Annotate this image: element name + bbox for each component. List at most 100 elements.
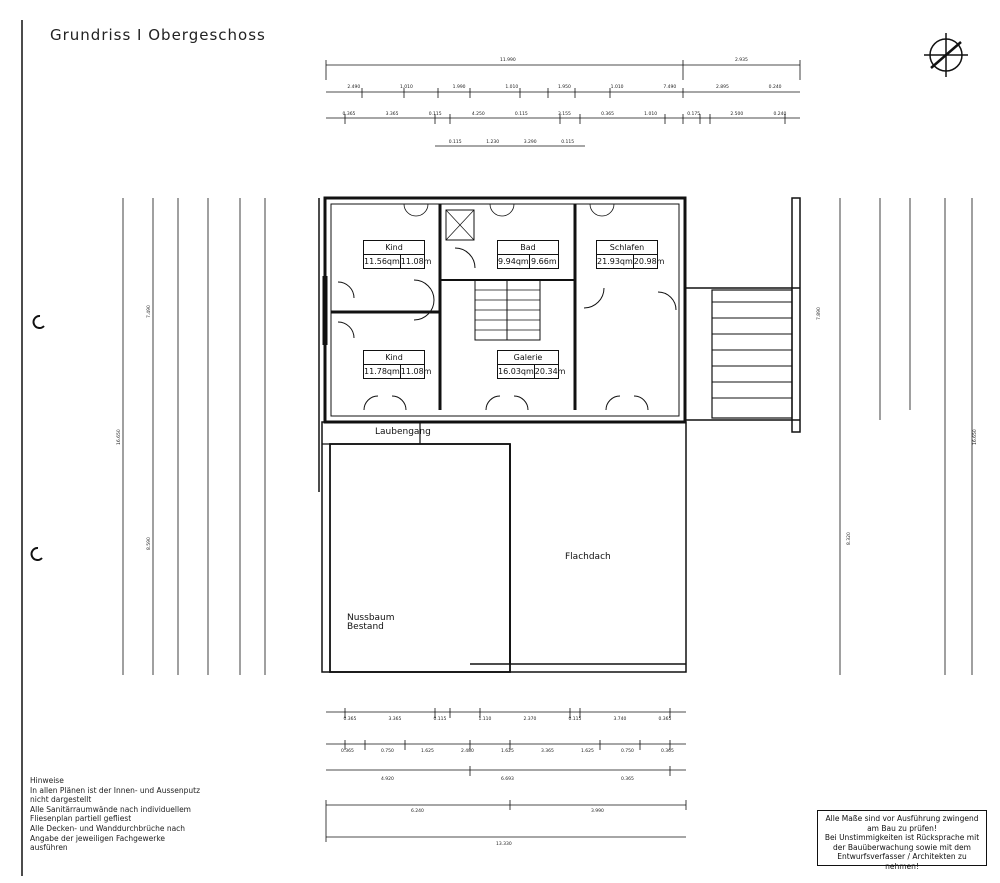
dimension-label: 0.240 <box>769 84 782 90</box>
dimension-label: 0.365 <box>344 716 357 722</box>
dim-left-total: 16.650 <box>116 429 122 445</box>
note-line: Angabe der jeweiligen Fachgewerke <box>30 833 166 843</box>
room-name: Kind <box>364 351 424 365</box>
dimension-label: 3.740 <box>614 716 627 722</box>
room-name: Bad <box>498 241 558 255</box>
room-perimeter: 11.08m <box>399 255 432 268</box>
warning-box: Alle Maße sind vor Ausführung zwingend a… <box>817 810 987 871</box>
dimension-label: 3.365 <box>389 716 402 722</box>
dim-row-bottom-3: 4.920 6.693 0.365 <box>381 776 634 782</box>
note-line: Alle Sanitärraumwände nach individuellem <box>30 804 191 814</box>
dimension-label: 1.010 <box>400 84 413 90</box>
dim-row-top-4: 0.115 1.230 3.290 0.115 <box>449 139 575 145</box>
note-line: ausführen <box>30 843 68 853</box>
warning-line: Alle Maße sind vor Ausführung zwingend <box>825 814 979 823</box>
room-area: 21.93qm <box>597 257 633 266</box>
dim-right-total: 16.650 <box>972 429 978 445</box>
dimension-label: 0.240 <box>773 111 786 117</box>
dimension-label: 7.490 <box>663 84 676 90</box>
dimension-label: 0.365 <box>659 716 672 722</box>
binding-hole-icon <box>30 547 43 561</box>
note-line: In allen Plänen ist der Innen- und Ausse… <box>30 785 201 795</box>
dimension-label: 1.010 <box>611 84 624 90</box>
warning-line: Entwurfsverfasser / Architekten zu nehme… <box>837 852 967 871</box>
room-perimeter: 20.34m <box>533 365 566 378</box>
note-line: nicht dargestellt <box>30 795 92 805</box>
dimension-label: 3.990 <box>591 808 604 814</box>
room-name: Galerie <box>498 351 558 365</box>
room-area: 16.03qm <box>498 367 534 376</box>
note-line: Fliesenplan partiell gefliest <box>30 814 132 824</box>
dimension-label: 0.175 <box>687 111 700 117</box>
dimension-label: 2.490 <box>347 84 360 90</box>
label-laubengang: Laubengang <box>375 427 431 437</box>
building-walls <box>318 196 687 492</box>
dimension-label: 2.895 <box>716 84 729 90</box>
dimension-label: 0.115 <box>561 139 574 145</box>
dim-right-a: 7.890 <box>816 307 822 320</box>
dimension-label: 0.115 <box>569 716 582 722</box>
warning-line: am Bau zu prüfen! <box>867 823 937 833</box>
notes-heading: Hinweise <box>30 776 64 785</box>
dimension-label: 1.110 <box>479 716 492 722</box>
dimension-label: 0.365 <box>343 111 356 117</box>
dim-row-bottom-1: 0.365 3.365 0.115 1.110 2.370 0.115 3.740 0.365 <box>344 716 672 722</box>
dimension-label: 3.365 <box>541 748 554 754</box>
dimension-label: 4.920 <box>381 776 394 782</box>
room-perimeter: 20.98m <box>632 255 665 268</box>
room-perimeter: 11.08m <box>399 365 432 378</box>
room-area: 11.78qm <box>364 367 400 376</box>
dimension-label: 1.010 <box>505 84 518 90</box>
dim-row-bottom-4: 6.240 3.990 <box>411 808 604 814</box>
room-name: Schlafen <box>597 241 657 255</box>
dimension-label: 0.115 <box>515 111 528 117</box>
dimension-chains <box>122 60 973 838</box>
dim-row-top-2: 2.490 1.010 1.990 1.010 1.950 1.010 7.490 2.895… <box>347 84 781 90</box>
dim-bottom-total: 13.330 <box>496 841 512 847</box>
external-stair <box>685 197 801 433</box>
room-area: 11.56qm <box>364 257 400 266</box>
dim-left-a: 7.490 <box>146 305 152 318</box>
label-bestand: Bestand <box>347 622 384 632</box>
dimension-label: 6.693 <box>501 776 514 782</box>
dimension-label: 3.290 <box>524 139 537 145</box>
dim-top-total: 11.990 <box>500 57 516 63</box>
dimension-label: 3.155 <box>558 111 571 117</box>
dimension-label: 1.950 <box>558 84 571 90</box>
dimension-label: 2.370 <box>524 716 537 722</box>
note-line: Alle Decken- und Wanddurchbrüche nach <box>30 823 186 833</box>
notes-block: Hinweise In allen Plänen ist der Innen- … <box>30 776 200 853</box>
dimension-label: 1.010 <box>644 111 657 117</box>
dimension-label: 1.625 <box>501 748 514 754</box>
dimension-ticks <box>325 88 786 842</box>
room-name: Kind <box>364 241 424 255</box>
north-arrow-icon <box>924 33 968 77</box>
dimension-label: 0.750 <box>621 748 634 754</box>
dimension-label: 1.625 <box>421 748 434 754</box>
dimension-label: 0.115 <box>434 716 447 722</box>
dimension-label: 0.750 <box>381 748 394 754</box>
label-flachdach: Flachdach <box>565 552 611 562</box>
label-nussbaum: Nussbaum <box>347 613 395 623</box>
terrace-outline <box>321 421 687 673</box>
dimension-label: 6.240 <box>411 808 424 814</box>
dimension-label: 2.500 <box>730 111 743 117</box>
room-perimeter: 9.66m <box>528 255 558 268</box>
dimension-label: 1.230 <box>486 139 499 145</box>
dimension-label: 0.365 <box>601 111 614 117</box>
dimension-label: 1.990 <box>453 84 466 90</box>
dimension-label: 4.250 <box>472 111 485 117</box>
dimension-label: 0.365 <box>661 748 674 754</box>
dim-left-b: 8.590 <box>146 537 152 550</box>
dimension-label: 0.115 <box>429 111 442 117</box>
dimension-label: 0.365 <box>621 776 634 782</box>
dimension-label: 0.115 <box>449 139 462 145</box>
